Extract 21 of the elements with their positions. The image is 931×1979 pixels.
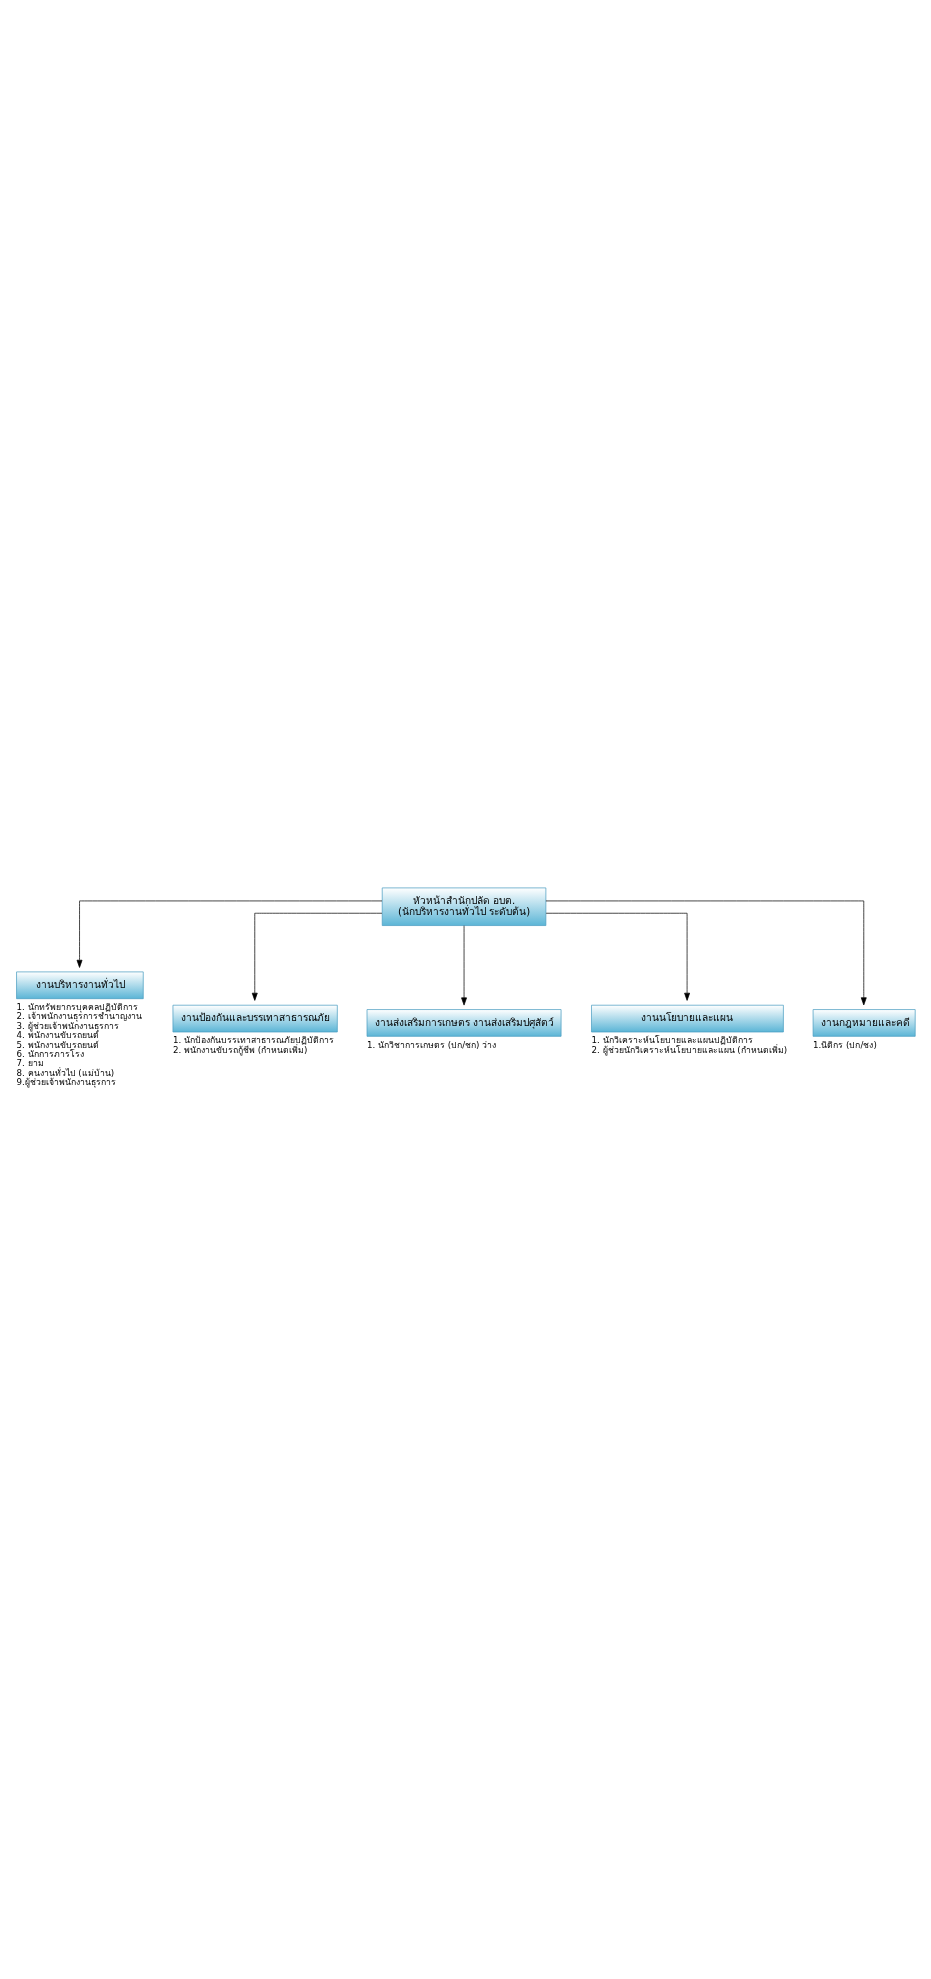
node-label: 1. นักทรัพยากรบุคคลปฏิบัติการ xyxy=(16,1001,138,1012)
node-label: 2. ผู้ช่วยนักวิเคราะห์นโยบายและแผน (กำหนดเพิ่ม) xyxy=(591,1044,788,1055)
node-label: 1.นิติกร (ปก/ชง) xyxy=(813,1039,877,1050)
node-label: 5. พนักงานขับรถยนต์ xyxy=(16,1039,99,1050)
arrow xyxy=(76,900,383,968)
node-label: 7. ยาม xyxy=(16,1057,44,1068)
node-label: 6. นักการภารโรง xyxy=(16,1048,84,1059)
node-label: 4. พนักงานขับรถยนต์ xyxy=(16,1029,99,1040)
node-label: 1. นักวิชาการเกษตร (ปก/ชก) ว่าง xyxy=(367,1039,497,1050)
arrow xyxy=(461,924,467,1005)
node-label: 8. คนงานทั่วไป (แม่บ้าน) xyxy=(16,1067,115,1078)
node-label: 1. นักป้องกันบรรเทาสาธารณภัยปฏิบัติการ xyxy=(172,1034,334,1045)
arrow xyxy=(545,912,690,1001)
node-box: หัวหน้าสำนักปลัด อบต. (นักบริหารงานทั่วไป ระดับต้น) xyxy=(381,887,547,926)
arrow xyxy=(545,900,867,1005)
node-label: 9.ผู้ช่วยเจ้าพนักงานธุรการ xyxy=(16,1076,116,1087)
node-label: 1. นักวิเคราะห์นโยบายและแผนปฏิบัติการ xyxy=(591,1034,753,1045)
node-label: 3. ผู้ช่วยเจ้าพนักงานธุรการ xyxy=(16,1020,119,1031)
node-label: 2. เจ้าพนักงานธุรการชำนาญงาน xyxy=(16,1010,142,1021)
node-label: 2. พนักงานขับรถกู้ชีพ (กำหนดเพิ่ม) xyxy=(172,1044,308,1055)
arrow xyxy=(251,912,383,1001)
